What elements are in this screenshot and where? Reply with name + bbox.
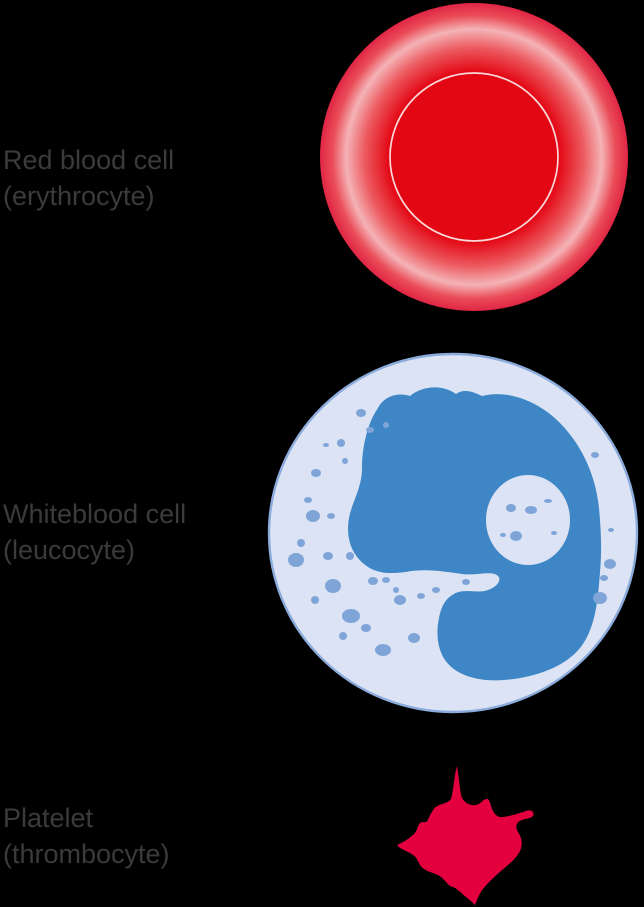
- platelet-body: [397, 766, 534, 905]
- white-blood-cell-label-alt: (leucocyte): [3, 535, 136, 565]
- red-blood-cell-inner-ring: [389, 72, 559, 242]
- red-blood-cell-label: Red blood cell (erythrocyte): [3, 142, 174, 214]
- white-blood-cell-graphic: [267, 352, 639, 714]
- platelet-label-alt: (thrombocyte): [3, 839, 170, 869]
- white-blood-cell-granules: [288, 409, 616, 656]
- red-blood-cell-body: [320, 3, 628, 311]
- platelet-graphic: [397, 766, 534, 905]
- white-blood-cell-nucleus: [348, 387, 602, 681]
- white-blood-cell-label-name: Whiteblood cell: [3, 499, 187, 529]
- platelet-label-name: Platelet: [3, 803, 94, 833]
- red-blood-cell-label-alt: (erythrocyte): [3, 181, 155, 211]
- red-blood-cell-graphic: [320, 3, 628, 311]
- platelet-label: Platelet (thrombocyte): [3, 800, 170, 872]
- white-blood-cell-label: Whiteblood cell (leucocyte): [3, 496, 186, 568]
- red-blood-cell-label-name: Red blood cell: [3, 145, 175, 175]
